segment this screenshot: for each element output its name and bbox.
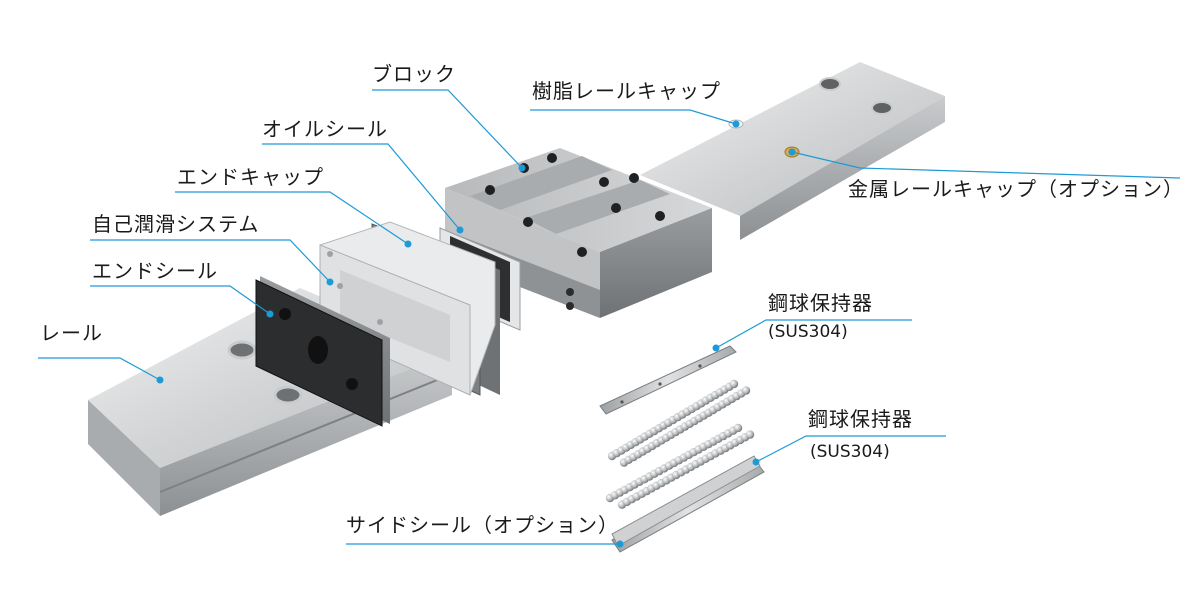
leader-retainer-2	[755, 435, 946, 463]
rail-hole	[227, 340, 257, 360]
steel-ball-retainer-1	[599, 345, 737, 415]
leader-retainer-1	[715, 319, 912, 349]
label-retainer-2: 鋼球保持器	[808, 407, 913, 431]
steel-ball	[745, 430, 755, 439]
label-end-cap: エンドキャップ	[177, 165, 324, 189]
steel-ball-chain	[605, 379, 755, 509]
leader-rail	[38, 357, 161, 381]
leader-end-seal	[90, 285, 271, 315]
label-rail: レール	[40, 321, 103, 345]
label-end-seal: エンドシール	[92, 259, 218, 283]
label-retainer-1: 鋼球保持器	[768, 291, 873, 315]
leader-self-lube	[90, 239, 331, 283]
label-oil-seal: オイルシール	[262, 117, 388, 141]
steel-ball	[733, 423, 743, 433]
steel-ball	[729, 379, 739, 389]
label-retainer-2-sub: (SUS304)	[810, 442, 890, 462]
label-block: ブロック	[372, 62, 456, 86]
label-side-seal: サイドシール（オプション）	[346, 513, 619, 537]
leader-resin-cap	[530, 109, 737, 125]
label-resin-cap: 樹脂レールキャップ	[532, 79, 721, 103]
leader-lines	[38, 89, 1181, 545]
leader-dots	[156, 120, 796, 548]
label-metal-cap: 金属レールキャップ（オプション）	[848, 177, 1184, 201]
rail-hole	[273, 385, 303, 405]
label-retainer-1-sub: (SUS304)	[768, 322, 848, 342]
leader-oil-seal	[262, 143, 461, 231]
label-self-lube: 自己潤滑システム	[92, 212, 260, 236]
rail-hole	[871, 101, 893, 115]
rail-hole	[819, 77, 841, 91]
end-seal	[255, 276, 390, 427]
side-seal	[611, 455, 761, 547]
self-lubrication-system	[319, 221, 496, 396]
leader-end-cap	[175, 191, 409, 245]
leader-block	[372, 89, 523, 169]
leader-metal-cap	[791, 151, 1181, 179]
steel-ball	[741, 386, 751, 395]
